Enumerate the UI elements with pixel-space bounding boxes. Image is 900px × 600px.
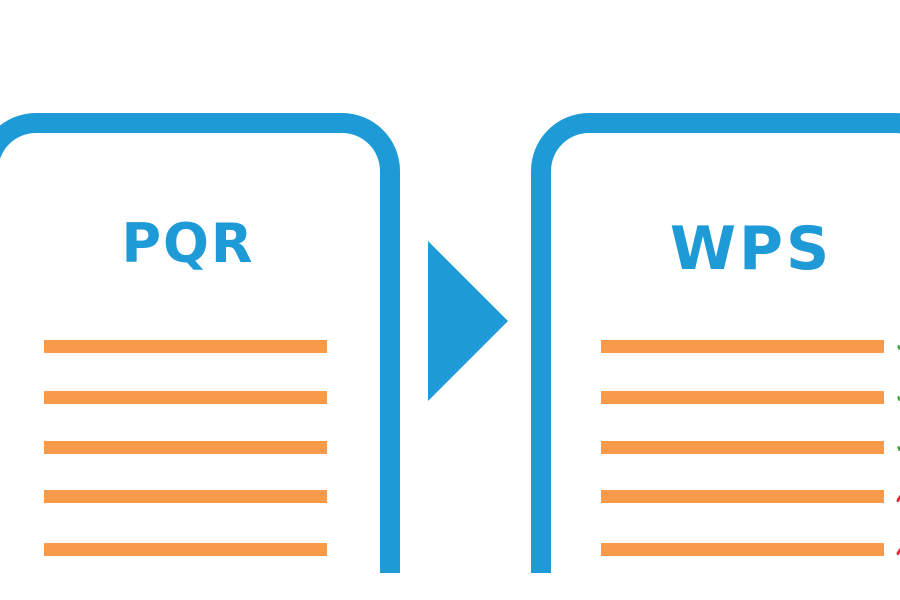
right-arrow-icon xyxy=(428,241,508,401)
pqr-line xyxy=(44,441,327,454)
pqr-line xyxy=(44,543,327,556)
wps-line xyxy=(601,391,884,404)
pqr-title: PQR xyxy=(121,212,255,275)
wps-line xyxy=(601,543,884,556)
check-icon: ✓ xyxy=(894,436,900,458)
wps-line xyxy=(601,340,884,353)
cross-icon: ✗ xyxy=(894,538,900,560)
pqr-line xyxy=(44,340,327,353)
wps-title: WPS xyxy=(669,214,833,284)
check-icon: ✓ xyxy=(894,386,900,408)
pqr-line xyxy=(44,391,327,404)
check-icon: ✓ xyxy=(894,335,900,357)
wps-line xyxy=(601,490,884,503)
cross-icon: ✗ xyxy=(894,485,900,507)
wps-line xyxy=(601,441,884,454)
pqr-line xyxy=(44,490,327,503)
